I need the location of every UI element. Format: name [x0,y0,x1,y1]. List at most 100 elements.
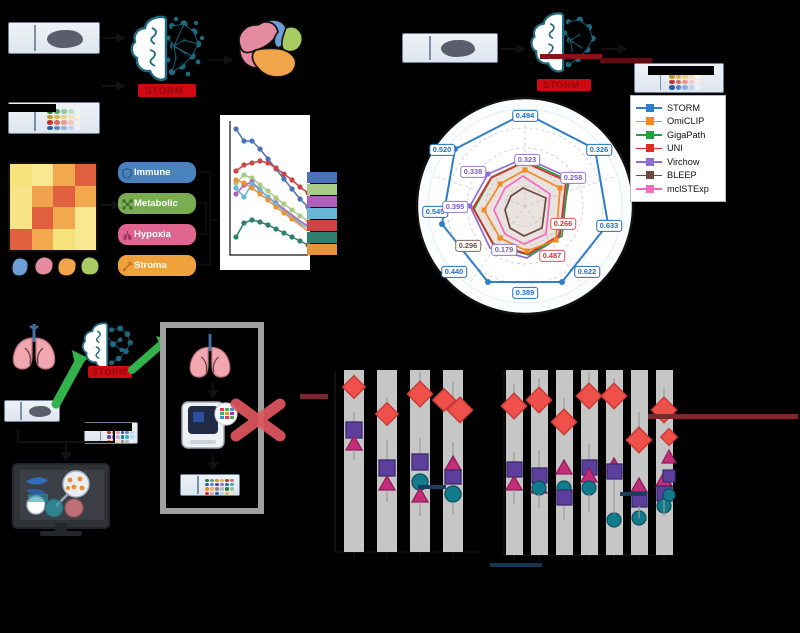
legend-label: UNI [667,143,683,154]
legend-marker-omiclip [636,116,662,127]
histology-slide-icon [402,33,498,63]
lung-icon [122,230,132,240]
radar-value-label: 0.494 [512,109,538,123]
radar-value-label: 0.389 [512,286,538,300]
radar-value-label: 0.338 [460,165,486,179]
pathway-badge-metabolic[interactable]: Metabolic [118,193,196,214]
tissue-shape [29,406,51,417]
redaction-rule [648,414,798,419]
legend-label: Virchow [667,156,700,167]
legend-marker-mclstexp [636,183,662,194]
pathway-label: Hypoxia [134,229,171,240]
legend-marker-circle [662,488,676,502]
legend-item[interactable]: OmiCLIP [636,115,717,129]
pathway-badge-hypoxia[interactable]: Hypoxia [118,224,196,245]
legend-item[interactable]: STORM [636,101,717,115]
radar-value-label: 0.258 [560,171,586,185]
panel-d-legend: STORM OmiCLIP GigaPath UNI Virchow BLEEP… [630,95,726,202]
lungs-icon [184,332,236,380]
panel-a-output-label [224,100,310,109]
radar-value-label: 0.296 [455,239,481,253]
pathway-label: Stroma [134,260,167,271]
pathway-label: Immune [134,167,171,178]
arrow-icon [100,200,121,210]
legend-item[interactable]: UNI [636,142,717,156]
radar-value-label: 0.520 [429,143,455,157]
panel-b-storm-inference: STORM [390,0,730,110]
legend-item[interactable]: GigaPath [636,128,717,142]
legend-item[interactable]: Virchow [636,155,717,169]
arrow-icon [208,55,234,65]
legend-item[interactable] [660,467,710,486]
panel-c-chart-legend [307,172,337,260]
panel-b-output-label [648,66,714,75]
radar-value-label: 0.326 [586,143,612,157]
arrow-icon [102,81,126,91]
legend-item[interactable] [660,448,710,467]
panel-e-tissue-label [8,372,58,381]
radar-value-label: 0.323 [514,153,540,167]
red-x-icon [228,396,288,444]
legend-item[interactable]: mclSTExp [636,182,717,196]
legend-marker-gigapath [636,129,662,140]
redaction-rule [540,54,602,59]
legend-marker-storm [636,102,662,113]
molecule-icon [122,198,133,210]
bracket-connector [17,430,115,462]
legend-marker-diamond [659,427,679,447]
arrow-icon [602,44,628,54]
panel-e-sequencer-label [162,516,258,526]
radar-value-label: 0.633 [596,219,622,233]
storm-model-bar [88,366,132,378]
redaction-rule [300,394,328,399]
monitor-icon [12,463,110,536]
histology-slide-icon [4,400,60,422]
legend-marker-uni [636,143,662,154]
panel-a-input-slide-label [8,56,70,65]
monitor-screen [20,470,104,520]
legend-item[interactable] [660,486,710,505]
redaction-rule [600,58,652,63]
legend-marker-square [662,469,676,483]
brain-ai-icon [80,320,136,374]
legend-item[interactable]: BLEEP [636,169,717,183]
panel-c-pathway-analysis: Immune Metabolic Hypoxia [0,115,340,310]
pathway-badge-stroma[interactable]: Stroma [118,255,196,276]
radar-value-label: 0.395 [442,200,468,214]
panel-e-model-label: STORM [92,367,127,377]
panel-c-line-chart [220,115,311,270]
legend-marker-virchow [636,156,662,167]
radar-svg [415,96,635,316]
radar-value-label: 0.487 [539,249,565,263]
pathway-heatmap [8,162,98,252]
panel-f-svg [334,370,478,557]
panel-f-strip-plot-left [300,360,490,580]
panel-a-input-expression-label [8,104,56,112]
pathway-badge-immune[interactable]: Immune [118,162,196,183]
lungs-icon [8,322,60,372]
panel-a-model-label: STORM [145,86,184,97]
radar-value-label: 0.179 [491,243,517,257]
monitor-base [40,531,82,536]
legend-label: STORM [667,102,701,113]
panel-e-workflow: STORM [0,318,300,578]
legend-item[interactable] [659,427,710,448]
legend-label: BLEEP [667,170,697,181]
histology-slide-icon [8,22,100,54]
pathway-label: Metabolic [134,198,178,209]
panel-e-slide-label [4,423,56,431]
expression-slide-icon [180,474,240,496]
shield-icon [122,167,132,179]
monitor-stand [55,523,67,533]
brain-ai-icon [528,10,600,78]
arrow-icon [102,33,126,43]
panel-a-storm-training: STORM [0,0,340,134]
green-arrow-icon [51,350,88,409]
arrow-icon [207,454,219,471]
sequencing-workflow-frame [160,322,264,514]
panel-e-output-label [84,423,132,431]
redaction-rule [620,492,646,496]
panel-d-radar-benchmark: 0.494 0.326 0.633 0.622 0.389 0.440 0.54… [410,88,640,318]
tissue-shape [47,30,83,48]
sequencer-icon [180,400,240,452]
